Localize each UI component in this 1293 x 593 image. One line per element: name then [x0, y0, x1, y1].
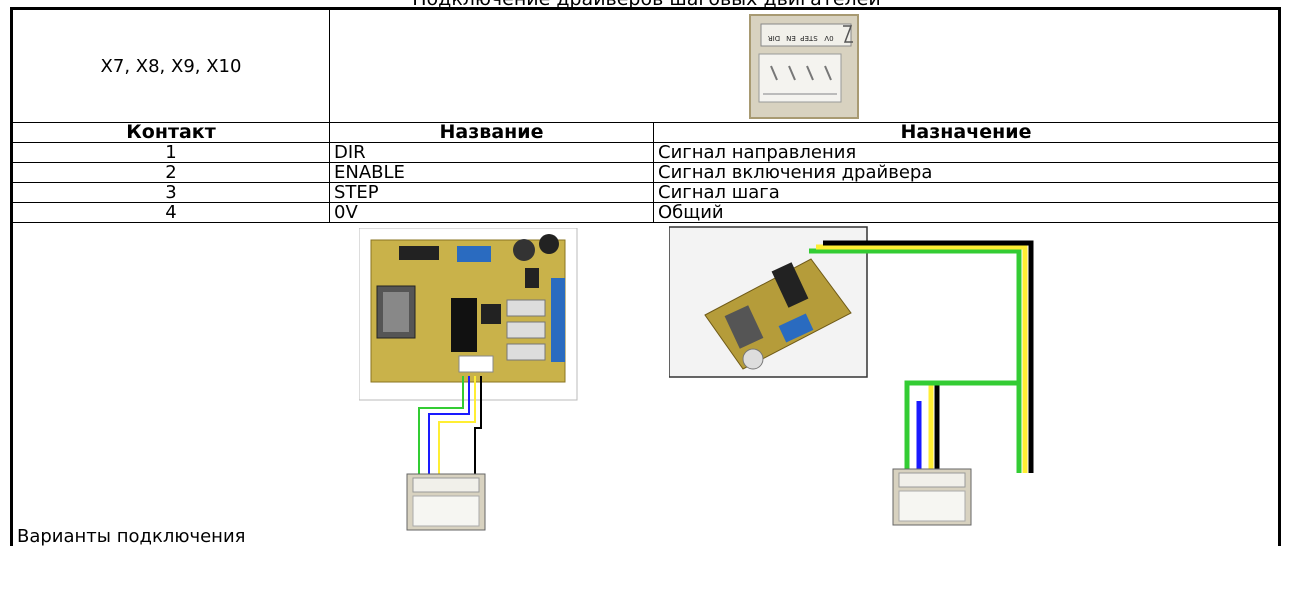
row-contact: 2	[10, 162, 330, 183]
connector-pin-en: EN	[786, 34, 796, 42]
table-row: 1 DIR Сигнал направления	[10, 142, 1281, 163]
header-contact: Контакт	[10, 122, 330, 143]
header-name: Название	[329, 122, 654, 143]
connector-pin-dir: DIR	[768, 34, 780, 42]
row-contact: 4	[10, 202, 330, 223]
connector-pin-0v: 0V	[824, 34, 833, 42]
table-row: 2 ENABLE Сигнал включения драйвера	[10, 162, 1281, 183]
header-partial: Подключение драйверов шаговых двигателей	[412, 0, 880, 8]
connector-label: X7, X8, X9, X10	[10, 7, 330, 123]
header-cut: Подключение драйверов шаговых двигателей	[0, 0, 1293, 8]
row-purpose: Сигнал шага	[653, 182, 1281, 203]
pinout-table: X7, X8, X9, X10 DIR EN STEP 0V Контакт Н…	[10, 7, 1281, 546]
row-purpose: Общий	[653, 202, 1281, 223]
variants-label: Варианты подключения	[17, 526, 246, 547]
variants-cell: Варианты подключения	[10, 222, 1281, 547]
variant-2-diagram	[669, 226, 1034, 526]
connector-photo-cell: DIR EN STEP 0V	[329, 7, 1281, 123]
table-header-row: Контакт Название Назначение	[10, 122, 1281, 143]
row-name: STEP	[329, 182, 654, 203]
row-contact: 1	[10, 142, 330, 163]
row-purpose: Сигнал направления	[653, 142, 1281, 163]
row-contact: 3	[10, 182, 330, 203]
table-row: 3 STEP Сигнал шага	[10, 182, 1281, 203]
row-name: DIR	[329, 142, 654, 163]
row-name: ENABLE	[329, 162, 654, 183]
connector-photo: DIR EN STEP 0V	[749, 13, 859, 119]
connector-pin-step: STEP	[800, 34, 817, 42]
table-row: 4 0V Общий	[10, 202, 1281, 223]
connector-row: X7, X8, X9, X10 DIR EN STEP 0V	[10, 7, 1281, 123]
variants-row: Варианты подключения	[10, 222, 1281, 547]
row-purpose: Сигнал включения драйвера	[653, 162, 1281, 183]
row-name: 0V	[329, 202, 654, 223]
variant-1-diagram	[359, 228, 578, 531]
header-purpose: Назначение	[653, 122, 1281, 143]
